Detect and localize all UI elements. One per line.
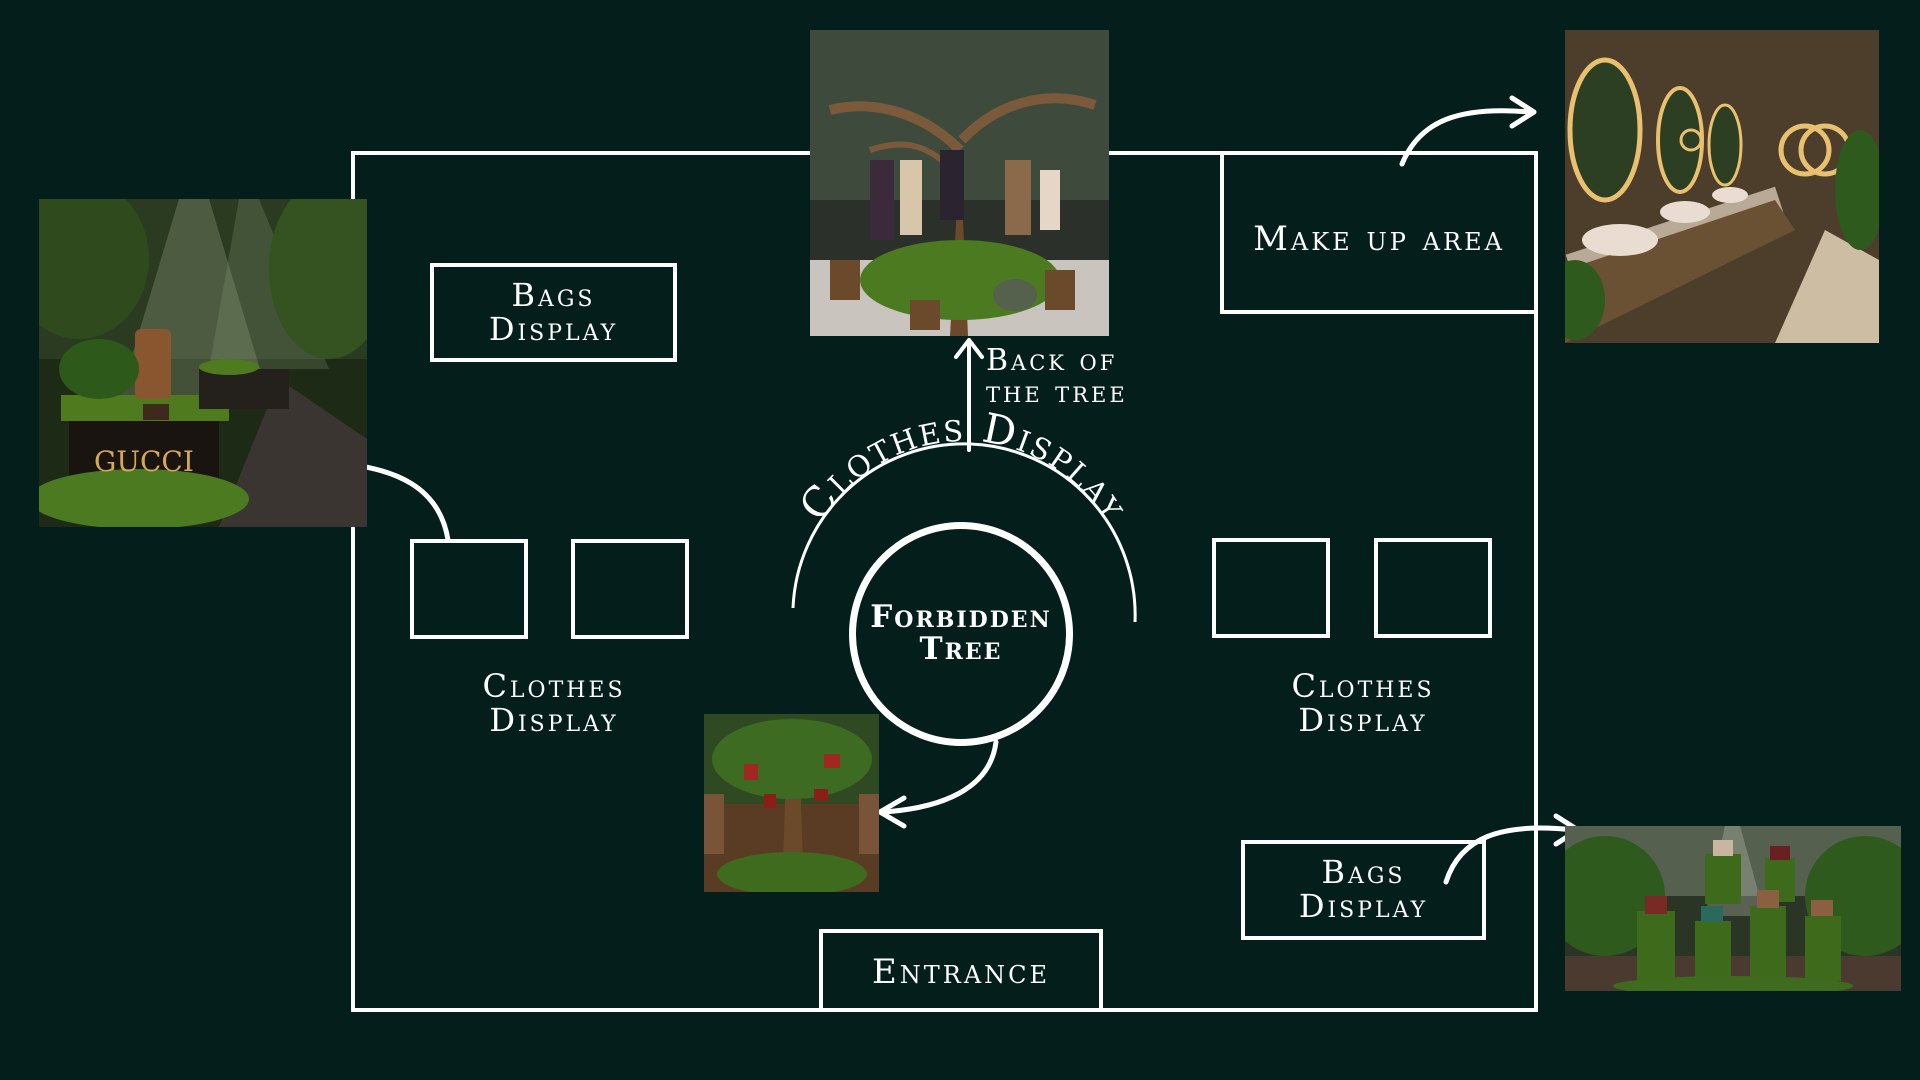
clothes-display-left-label: Clothes Display — [482, 667, 626, 739]
bags-display-top-box: Bags Display — [430, 263, 677, 362]
photo-tree-clothes-display — [810, 30, 1109, 336]
photo-logo-text: GUCCI — [94, 445, 194, 478]
clothes-display-right-label: Clothes Display — [1291, 667, 1435, 739]
photo-jungle-coat-display: GUCCI — [39, 199, 367, 527]
bags-display-top-label: Bags Display — [488, 275, 619, 348]
forbidden-tree-label: Forbidden Tree — [870, 599, 1052, 667]
store-outline — [351, 151, 1538, 1012]
entrance-label: Entrance — [871, 951, 1051, 992]
photo-forbidden-tree-bags — [704, 714, 879, 892]
photo-makeup-vanity-room — [1565, 30, 1879, 343]
display-box-left-2 — [571, 539, 689, 639]
arrow-bags-photo — [1443, 825, 1577, 885]
display-box-left-1 — [410, 539, 528, 639]
bags-display-bottom-box: Bags Display — [1241, 840, 1486, 940]
arrow-makeup-photo — [1399, 108, 1533, 167]
bags-display-bottom-label: Bags Display — [1298, 853, 1429, 925]
entrance-box: Entrance — [819, 929, 1103, 1012]
make-up-area-label: Make up area — [1253, 219, 1505, 259]
display-box-right-2 — [1374, 538, 1492, 638]
clothes-display-arc-label: Clothes Display — [790, 403, 1139, 529]
forbidden-tree-circle: Forbidden Tree — [849, 522, 1073, 746]
back-of-tree-label: Back of the tree — [986, 343, 1128, 410]
photo-bags-on-moss-pedestals — [1565, 826, 1901, 991]
arrow-forbidden-tree-photo — [881, 739, 999, 815]
makeup-area-walls — [1220, 153, 1536, 314]
display-box-right-1 — [1212, 538, 1330, 638]
